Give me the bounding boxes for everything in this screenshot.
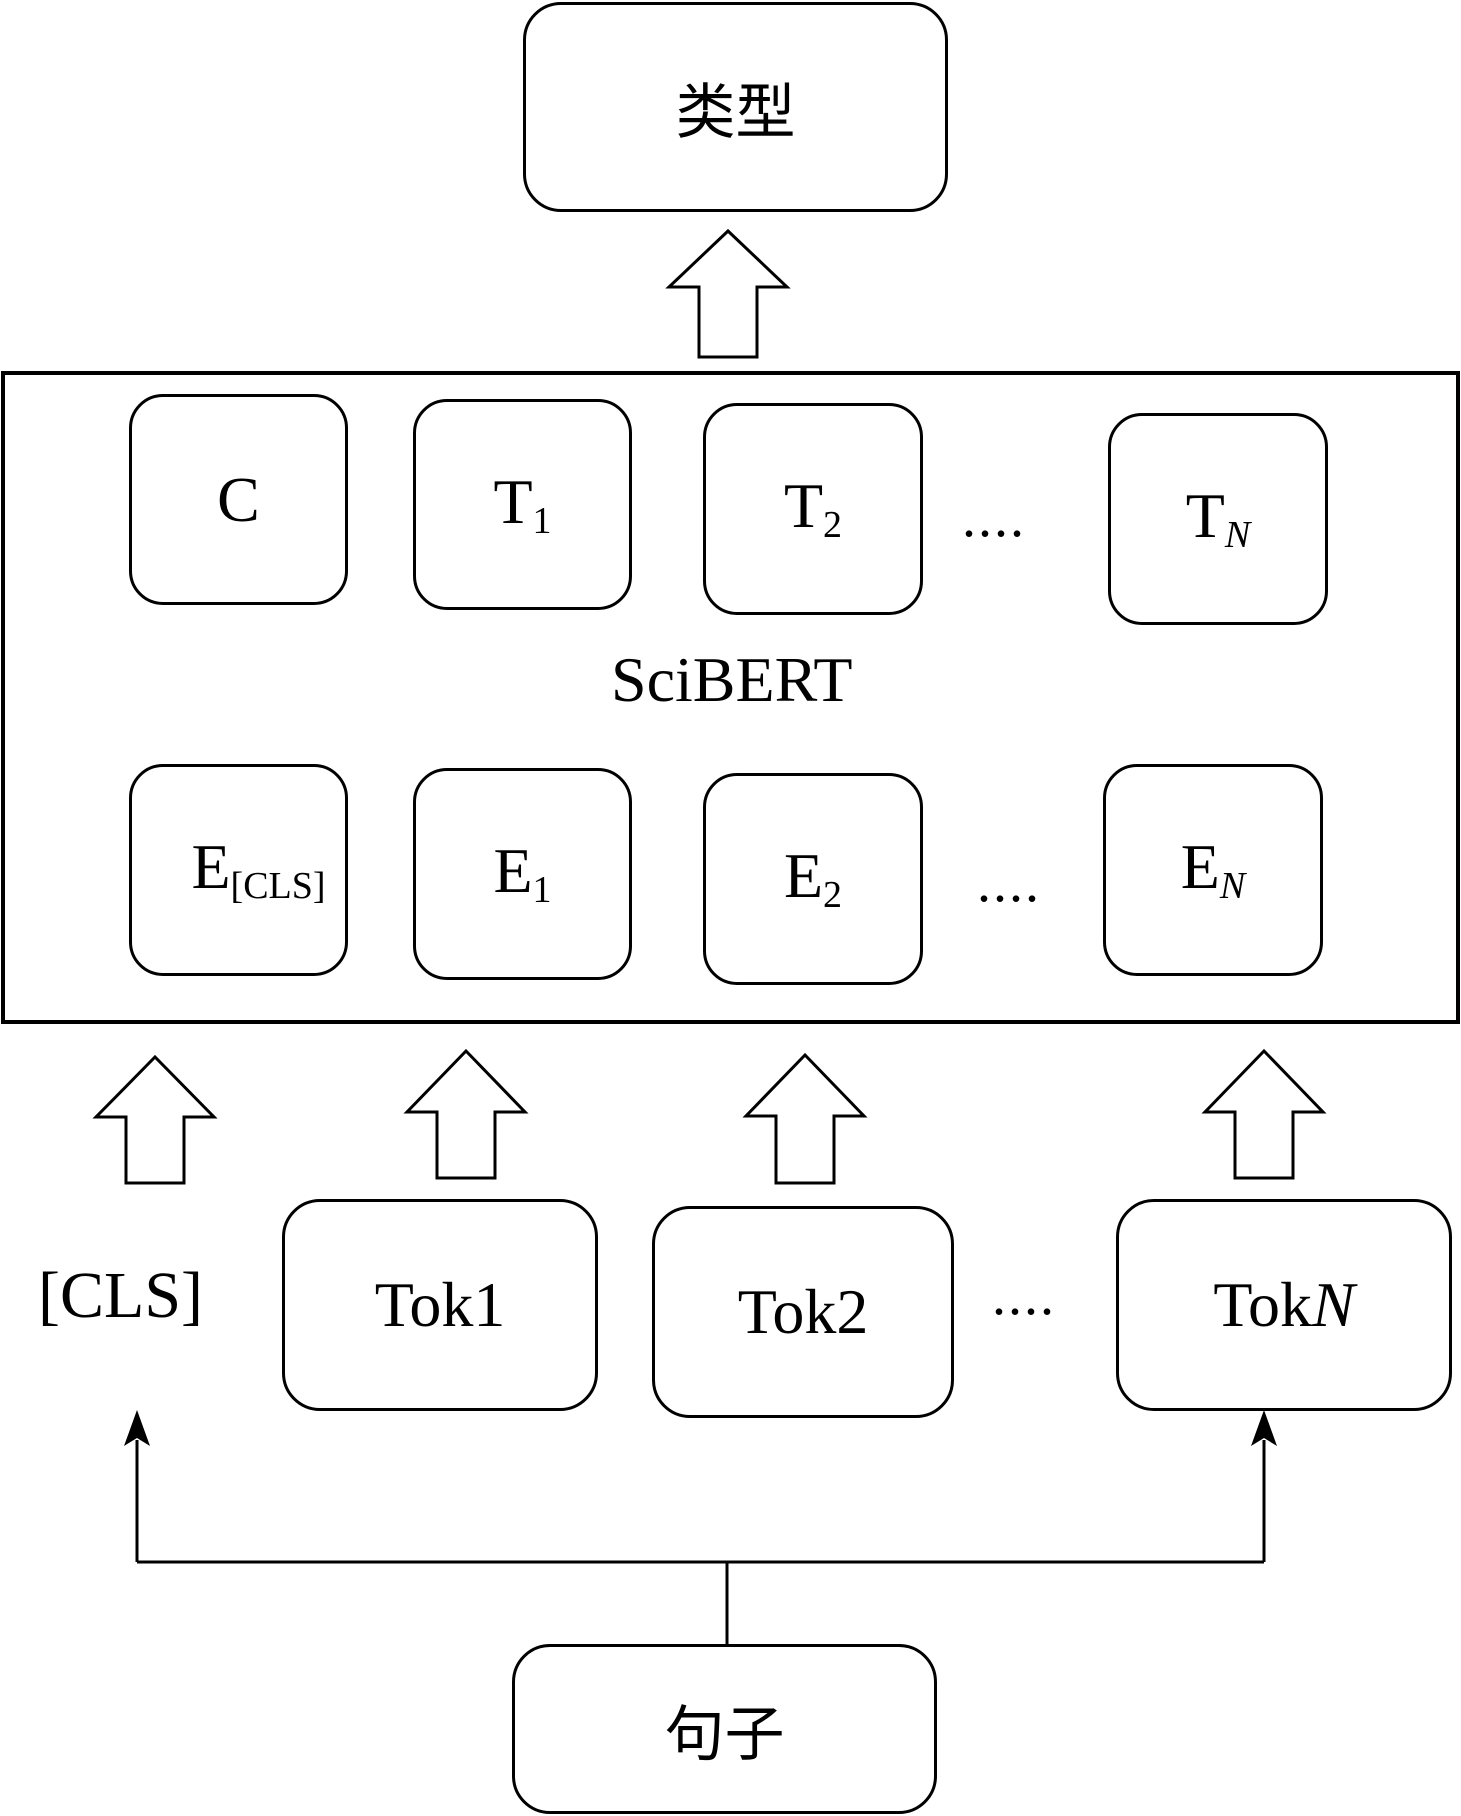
scibert-label: SciBERT	[611, 644, 853, 715]
embed-row-ellipsis: ....	[977, 852, 1041, 914]
input-sentence-box: 句子	[512, 1644, 937, 1814]
e1-label: E1	[493, 835, 552, 911]
tokn-box: TokN	[1116, 1199, 1452, 1411]
tok1-box: Tok1	[282, 1199, 598, 1411]
en-box: EN	[1103, 764, 1323, 976]
tok2-box: Tok2	[652, 1206, 954, 1418]
e2-label: E2	[783, 840, 843, 916]
tokn-label: TokN	[1213, 1269, 1355, 1340]
output-type-label: 类型	[675, 77, 796, 148]
hollow-arrow-cls	[92, 1054, 218, 1185]
arrowhead-cls	[124, 1410, 150, 1446]
t2-box: T2	[703, 403, 923, 615]
cls-token-label: [CLS]	[38, 1259, 203, 1332]
top-row-ellipsis: ....	[962, 487, 1026, 549]
tn-label: TN	[1185, 480, 1251, 556]
tok1-label: Tok1	[374, 1269, 506, 1340]
arrowhead-tokn	[1251, 1410, 1277, 1446]
input-sentence-label: 句子	[664, 1699, 785, 1770]
e2-box: E2	[703, 773, 923, 985]
t1-box: T1	[413, 399, 632, 610]
output-type-box: 类型	[523, 2, 948, 212]
en-label: EN	[1180, 831, 1246, 907]
c-box: C	[129, 394, 348, 605]
t1-label: T1	[493, 465, 552, 542]
c-label: C	[217, 463, 260, 535]
tn-box: TN	[1108, 413, 1328, 625]
token-row-ellipsis: ....	[992, 1265, 1056, 1327]
hollow-arrow-output	[665, 228, 791, 359]
hollow-arrow-tok2	[742, 1052, 868, 1185]
tok2-label: Tok2	[737, 1276, 869, 1347]
ecls-label: E[CLS]	[191, 831, 326, 907]
t2-label: T2	[783, 470, 843, 546]
hollow-arrow-tok1	[403, 1048, 529, 1180]
e1-box: E1	[413, 768, 632, 980]
ecls-box: E[CLS]	[129, 764, 348, 976]
scibert-container	[1, 371, 1460, 1024]
hollow-arrow-tokn	[1201, 1048, 1327, 1180]
